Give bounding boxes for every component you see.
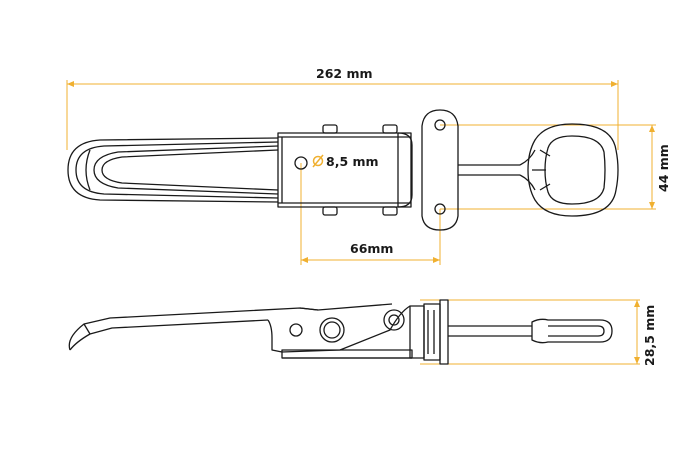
side-height-label: 28,5 mm xyxy=(642,304,657,366)
hole-spacing-label: 66mm xyxy=(350,241,394,256)
top-view xyxy=(67,109,619,231)
mount-plate-height-label: 44 mm xyxy=(656,144,671,192)
hole-diameter-label: 8,5 mm xyxy=(326,154,379,169)
diameter-icon xyxy=(312,154,324,168)
overall-length-label: 262 mm xyxy=(316,66,373,81)
dimension-lines xyxy=(66,80,656,365)
side-view xyxy=(68,299,613,365)
